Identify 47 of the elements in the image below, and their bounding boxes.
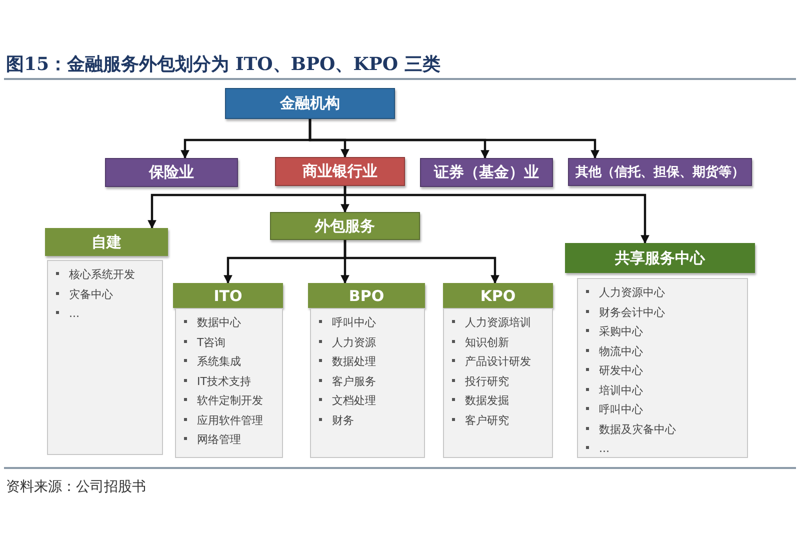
list-item: 文档处理 — [317, 391, 420, 410]
list-item: 物流中心 — [584, 342, 743, 361]
category-header: 共享服务中心 — [565, 243, 755, 273]
list-item: 投行研究 — [450, 372, 548, 391]
list-item: 人力资源 — [317, 332, 420, 352]
figure-title: 图15：金融服务外包划分为 ITO、BPO、KPO 三类 — [6, 53, 440, 76]
list-item: 应用软件管理 — [182, 410, 278, 430]
list-item: 人力资源中心 — [584, 283, 743, 302]
category-header: KPO — [443, 283, 553, 308]
source-note: 资料来源：公司招股书 — [6, 478, 146, 496]
list-item: IT技术支持 — [182, 372, 278, 391]
list-item: 采购中心 — [584, 322, 743, 342]
list-item: 数据处理 — [317, 352, 420, 372]
category-box: 保险业 — [105, 158, 238, 187]
list-item: 客户研究 — [450, 410, 548, 430]
category-box: 商业银行业 — [275, 157, 405, 186]
list-item: 数据及灾备中心 — [584, 420, 743, 439]
list-item: 灾备中心 — [54, 284, 158, 304]
list-item: 系统集成 — [182, 352, 278, 372]
list-item: 软件定制开发 — [182, 391, 278, 410]
list-item: 呼叫中心 — [584, 400, 743, 420]
list-item: 财务会计中心 — [584, 302, 743, 322]
list-item: 财务 — [317, 410, 420, 430]
list-item: 研发中心 — [584, 361, 743, 380]
category-header: ITO — [173, 283, 283, 308]
list-item: 呼叫中心 — [317, 313, 420, 332]
list-item: 知识创新 — [450, 332, 548, 352]
list-item: ... — [584, 439, 743, 458]
category-box: 金融机构 — [225, 88, 395, 119]
list-item: 培训中心 — [584, 380, 743, 400]
category-header: 自建 — [45, 228, 168, 256]
connector-arrow — [308, 119, 600, 159]
category-box: 外包服务 — [270, 212, 420, 240]
list-item: 产品设计研发 — [450, 352, 548, 372]
list-item: 数据中心 — [182, 313, 278, 332]
list-item: ... — [54, 304, 158, 324]
list-item: 网络管理 — [182, 430, 278, 450]
list-item: T咨询 — [182, 332, 278, 352]
connector-arrow — [344, 240, 500, 284]
category-box: 其他（信托、担保、期货等） — [568, 158, 752, 186]
list-item: 数据发掘 — [450, 391, 548, 410]
list-item: 客户服务 — [317, 372, 420, 391]
category-header: BPO — [308, 283, 425, 308]
list-item: 核心系统开发 — [54, 265, 158, 284]
list-item: 人力资源培训 — [450, 313, 548, 332]
category-box: 证券（基金）业 — [420, 158, 553, 187]
connector-arrow — [344, 186, 650, 244]
